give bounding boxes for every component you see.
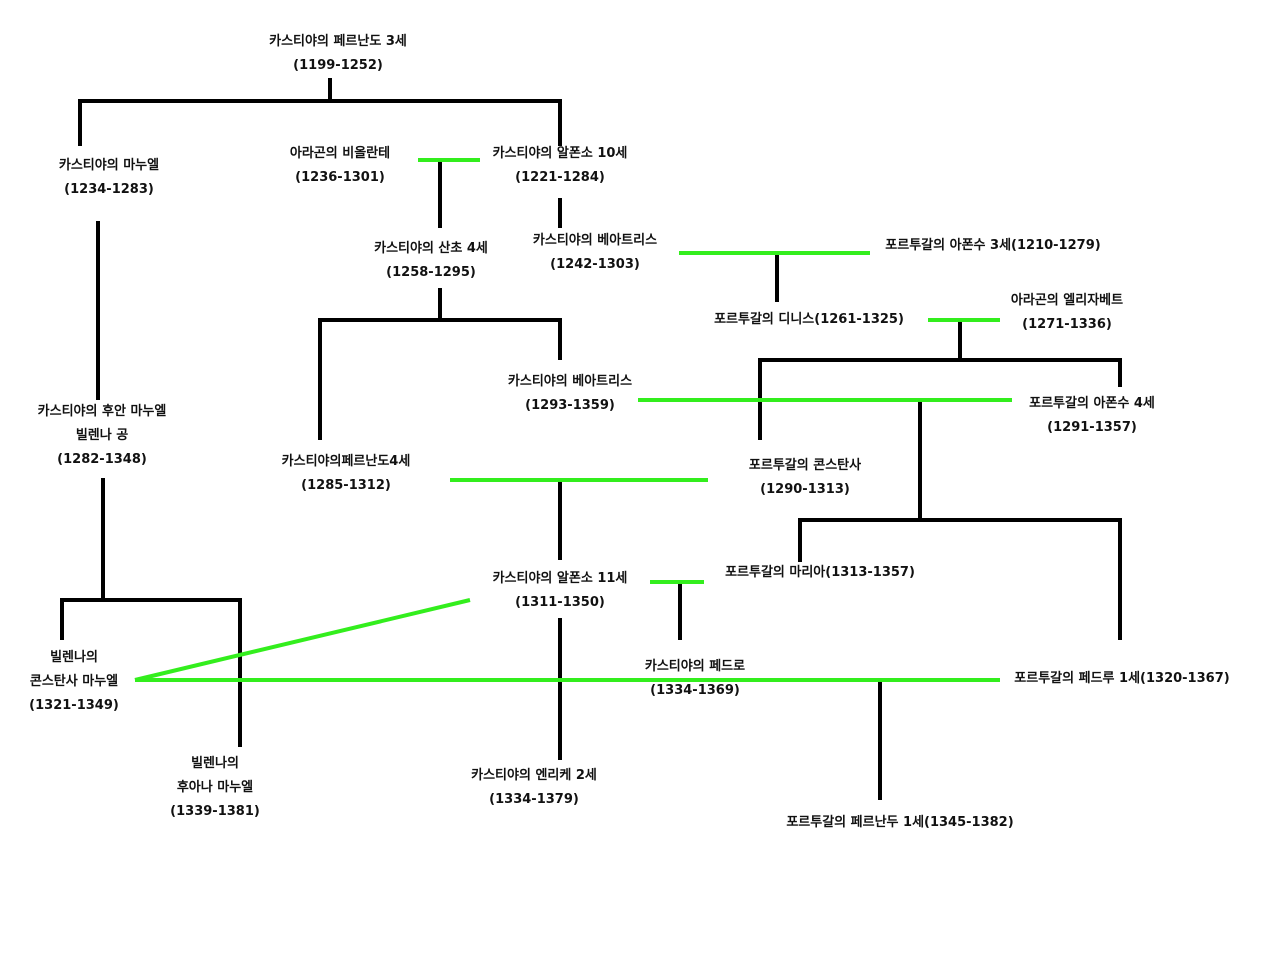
person-name: 포르투갈의 페르난두 1세(1345-1382) [786,815,1014,830]
person-alfonso-xi: 카스티야의 알폰소 11세 (1311-1350) [410,567,710,615]
person-name: 포르투갈의 아폰수 4세 [1029,396,1155,411]
person-name: 포르투갈의 콘스탄사 [748,458,862,473]
person-beatriz-1293: 카스티야의 베아트리스 (1293-1359) [420,370,720,418]
person-juan-manuel: 카스티야의 후안 마누엘 빌렌나 공 (1282-1348) [0,400,252,472]
person-name: 카스티야의 베아트리스 [507,374,633,389]
person-years: (1321-1349) [29,698,119,713]
person-name: 카스티야의 페드로 [644,659,746,674]
person-violante-aragon: 아라곤의 비올란테 (1236-1301) [190,142,490,190]
person-years: (1285-1312) [301,478,391,493]
person-years: (1293-1359) [525,398,615,413]
person-years: (1271-1336) [1022,317,1112,332]
person-years: (1242-1303) [550,257,640,272]
person-name: 포르투갈의 아폰수 3세(1210-1279) [885,238,1101,253]
person-title: 빌렌나 공 [75,428,129,443]
person-name: 카스티야의 알폰소 10세 [492,146,628,161]
person-years: (1199-1252) [293,58,383,73]
person-fernando-iv: 카스티야의페르난도4세 (1285-1312) [196,450,496,498]
person-name: 카스티야의 산초 4세 [374,241,488,256]
person-name: 카스티야의 엔리케 2세 [471,768,597,783]
person-years: (1282-1348) [57,452,147,467]
person-name: 카스티야의페르난도4세 [281,454,411,469]
person-years: (1334-1369) [650,683,740,698]
person-years: (1291-1357) [1047,420,1137,435]
person-name: 카스티야의 후안 마누엘 [37,404,167,419]
person-years: (1339-1381) [170,804,260,819]
person-maria-portugal: 포르투갈의 마리아(1313-1357) [670,561,970,585]
person-years: (1311-1350) [515,595,605,610]
person-years: (1236-1301) [295,170,385,185]
person-name: 카스티야의 마누엘 [58,158,160,173]
person-name: 포르투갈의 디니스(1261-1325) [714,312,904,327]
person-name: 카스티야의 페르난도 3세 [269,34,407,49]
person-years: (1221-1284) [515,170,605,185]
person-years: (1334-1379) [489,792,579,807]
person-enrique-ii: 카스티야의 엔리케 2세 (1334-1379) [384,764,684,812]
person-name: 아라곤의 비올란테 [289,146,391,161]
person-alfonso-x: 카스티야의 알폰소 10세 (1221-1284) [410,142,710,190]
person-years: (1258-1295) [386,265,476,280]
person-constanca: 포르투갈의 콘스탄사 (1290-1313) [655,454,955,502]
person-fernando-iii: 카스티야의 페르난도 3세 (1199-1252) [188,30,488,78]
person-pedro-castile: 카스티야의 페드로 (1334-1369) [545,655,845,703]
person-beatriz-1242: 카스티야의 베아트리스 (1242-1303) [445,229,745,277]
person-name: 아라곤의 엘리자베트 [1010,293,1124,308]
person-years: (1290-1313) [760,482,850,497]
person-juana-manuel: 빌렌나의 후아나 마누엘 (1339-1381) [65,752,365,824]
person-name: 빌렌나의 [191,756,239,771]
person-name: 후아나 마누엘 [176,780,254,795]
person-constanza-manuel: 빌렌나의 콘스탄사 마누엘 (1321-1349) [0,646,224,718]
marriage-line [134,598,471,682]
person-sancho-iv: 카스티야의 산초 4세 (1258-1295) [281,237,581,285]
person-pedro-i-portugal: 포르투갈의 페드루 1세(1320-1367) [972,667,1272,691]
person-name: 포르투갈의 페드루 1세(1320-1367) [1014,671,1230,686]
person-isabel-aragon: 아라곤의 엘리자베트 (1271-1336) [917,289,1217,337]
person-manuel-castile: 카스티야의 마누엘 (1234-1283) [0,154,259,202]
person-name: 카스티야의 알폰소 11세 [492,571,628,586]
person-afonso-iv: 포르투갈의 아폰수 4세 (1291-1357) [942,392,1242,440]
person-years: (1234-1283) [64,182,154,197]
person-afonso-iii: 포르투갈의 아폰수 3세(1210-1279) [843,234,1143,258]
person-name: 콘스탄사 마누엘 [29,674,119,689]
person-name: 카스티야의 베아트리스 [532,233,658,248]
person-name: 빌렌나의 [50,650,98,665]
person-dinis: 포르투갈의 디니스(1261-1325) [659,308,959,332]
person-name: 포르투갈의 마리아(1313-1357) [725,565,915,580]
person-fernando-i-portugal: 포르투갈의 페르난두 1세(1345-1382) [750,811,1050,835]
